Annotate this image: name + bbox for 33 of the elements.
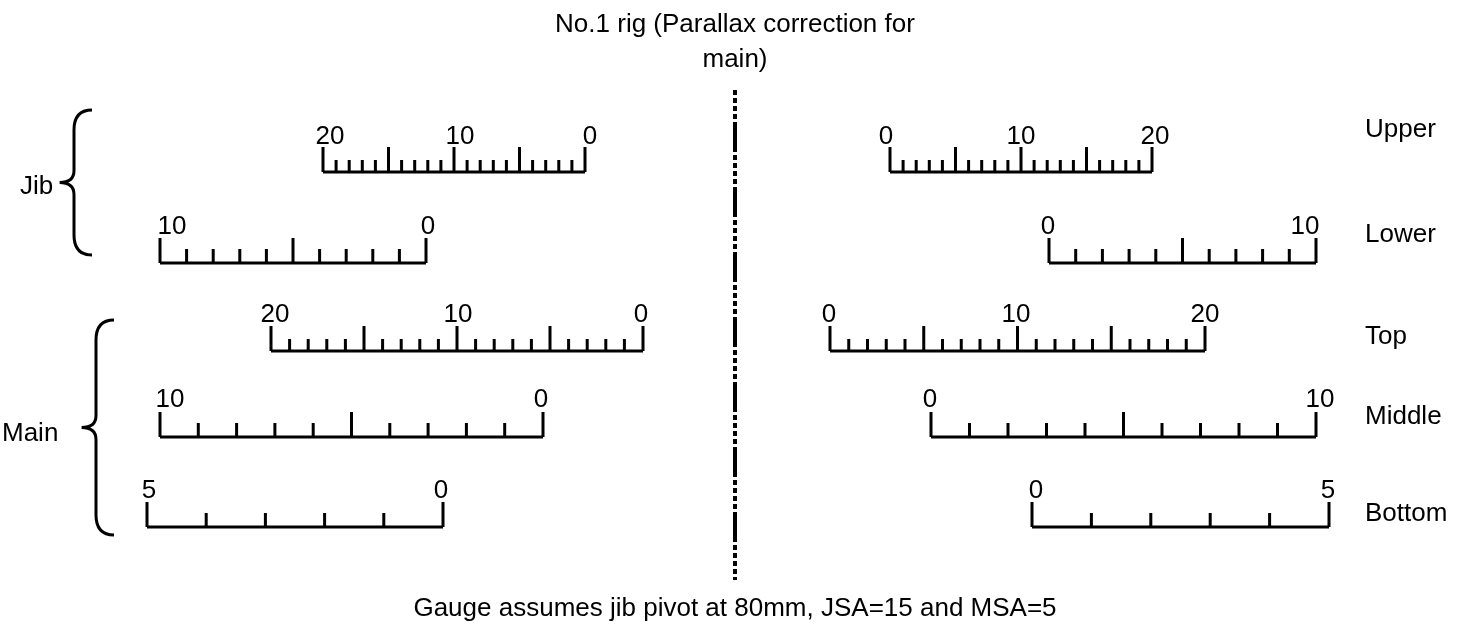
caption: Gauge assumes jib pivot at 80mm, JSA=15 and MSA=5	[412, 594, 1058, 620]
scale-number: 0	[1040, 212, 1056, 238]
scale-number: 5	[1320, 476, 1336, 502]
scale-label: Top	[1365, 322, 1407, 348]
scale-number: 0	[433, 476, 449, 502]
scale-number: 10	[157, 212, 187, 238]
scale-number: 10	[445, 122, 475, 148]
scale-number: 0	[633, 300, 649, 326]
scale-label: Main	[2, 419, 59, 445]
scale-number: 10	[1305, 385, 1335, 411]
scale-number: 0	[420, 212, 436, 238]
scale-number: 10	[1290, 212, 1320, 238]
scale-number: 20	[315, 122, 345, 148]
scale-number: 10	[155, 385, 185, 411]
scale-label: Lower	[1365, 220, 1436, 246]
scale-label: Jib	[20, 172, 54, 198]
scale-number: 0	[922, 385, 938, 411]
scale-label: Upper	[1365, 115, 1436, 141]
scale-number: 20	[1140, 122, 1170, 148]
scale-label: Middle	[1365, 402, 1442, 428]
scale-number: 0	[821, 300, 837, 326]
scale-number: 5	[141, 476, 157, 502]
scale-number: 10	[1001, 300, 1031, 326]
scale-number: 0	[533, 385, 549, 411]
scale-number: 20	[1190, 300, 1220, 326]
scale-label: Bottom	[1365, 499, 1448, 525]
scale-number: 0	[1028, 476, 1044, 502]
diagram-title: No.1 rig (Parallax correction for main)	[554, 7, 916, 75]
scale-number: 0	[878, 122, 894, 148]
scale-number: 10	[1006, 122, 1036, 148]
scale-number: 0	[582, 122, 598, 148]
scale-number: 20	[260, 300, 290, 326]
scale-number: 10	[443, 300, 473, 326]
